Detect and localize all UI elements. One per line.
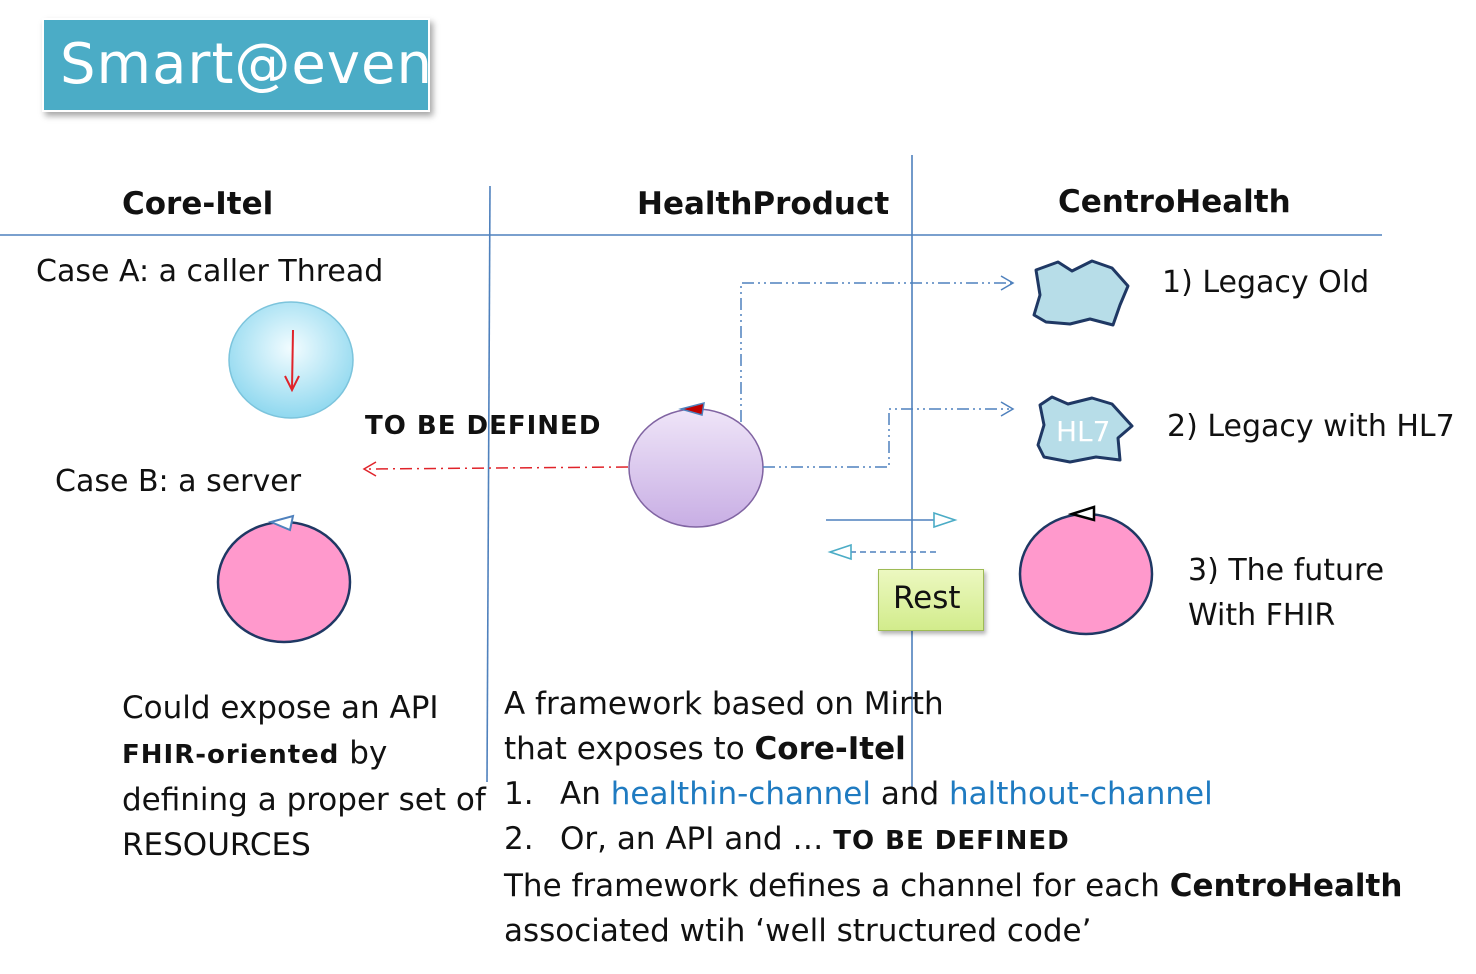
item1-number: 1. (504, 776, 534, 812)
column-header-healthproduct: HealthProduct (637, 186, 890, 222)
tbd-arrow (362, 461, 629, 477)
framework-line2-text: that exposes to (504, 731, 755, 767)
api-desc-line2-rest: by (339, 735, 388, 771)
halthout-channel-text: halthout-channel (949, 776, 1213, 812)
framework-line1: A framework based on Mirth (504, 686, 944, 722)
fhir-future-circle (1018, 512, 1154, 636)
legacy-hl7-shape (1036, 395, 1134, 464)
framework-description: A framework based on Mirth that exposes … (504, 682, 1402, 954)
item1-prefix: An (560, 776, 611, 812)
caller-thread-circle (228, 301, 354, 419)
framework-item-1: 1. An healthin-channel and halthout-chann… (504, 772, 1402, 817)
framework-item-2: 2. Or, an API and … TO BE DEFINED (504, 817, 1402, 864)
item2-number: 2. (504, 821, 534, 857)
healthproduct-circle (628, 408, 764, 528)
fhir-rotation-marker (1067, 505, 1096, 522)
column-divider-left (486, 185, 491, 783)
legacy-hl7-label: 2) Legacy with HL7 (1167, 409, 1455, 444)
centrohealth-bold: CentroHealth (1169, 868, 1403, 904)
item2-tbd: TO BE DEFINED (833, 826, 1070, 856)
connector-legacy-hl7 (763, 401, 1015, 468)
healthin-channel-text: healthin-channel (610, 776, 871, 812)
title-banner: Smart@even (42, 18, 433, 112)
column-header-centrohealth: CentroHealth (1058, 184, 1291, 220)
page-title: Smart@even (60, 32, 433, 97)
item2-prefix: Or, an API and … (560, 821, 834, 857)
framework-line5-text: The framework defines a channel for each (504, 868, 1170, 904)
case-b-label: Case B: a server (55, 464, 302, 499)
api-desc-line3: defining a proper set of (122, 782, 486, 818)
api-desc-line2: FHIR-oriented by (122, 731, 486, 778)
legacy-old-shape (1032, 259, 1130, 327)
tbd-label: TO BE DEFINED (365, 411, 602, 441)
future-label-line1: 3) The future (1188, 553, 1385, 588)
api-desc-line1: Could expose an API (122, 690, 439, 726)
server-circle (216, 520, 352, 644)
fhir-oriented-text: FHIR-oriented (122, 740, 340, 770)
rest-request-arrow (826, 511, 958, 529)
healthproduct-rotation-marker (678, 401, 705, 416)
future-label-line2: With FHIR (1188, 598, 1336, 633)
legacy-old-label: 1) Legacy Old (1162, 265, 1370, 300)
core-itel-bold: Core-Itel (754, 731, 906, 767)
column-header-core-itel: Core-Itel (122, 186, 274, 222)
thread-down-arrow (284, 329, 300, 393)
rest-label: Rest (893, 580, 961, 616)
framework-line2: that exposes to Core-Itel (504, 727, 1402, 772)
rest-response-arrow (827, 543, 936, 561)
framework-line5: The framework defines a channel for each… (504, 864, 1402, 909)
api-description: Could expose an API FHIR-oriented by def… (122, 686, 486, 868)
hl7-badge-label: HL7 (1056, 415, 1111, 448)
item1-and: and (870, 776, 949, 812)
framework-line6: associated wtih ‘well structured code’ (504, 913, 1092, 949)
rest-box: Rest (878, 569, 984, 631)
case-a-label: Case A: a caller Thread (36, 254, 384, 289)
api-desc-line4: RESOURCES (122, 827, 311, 863)
connector-legacy-old (740, 275, 1015, 422)
server-rotation-marker (267, 514, 295, 532)
